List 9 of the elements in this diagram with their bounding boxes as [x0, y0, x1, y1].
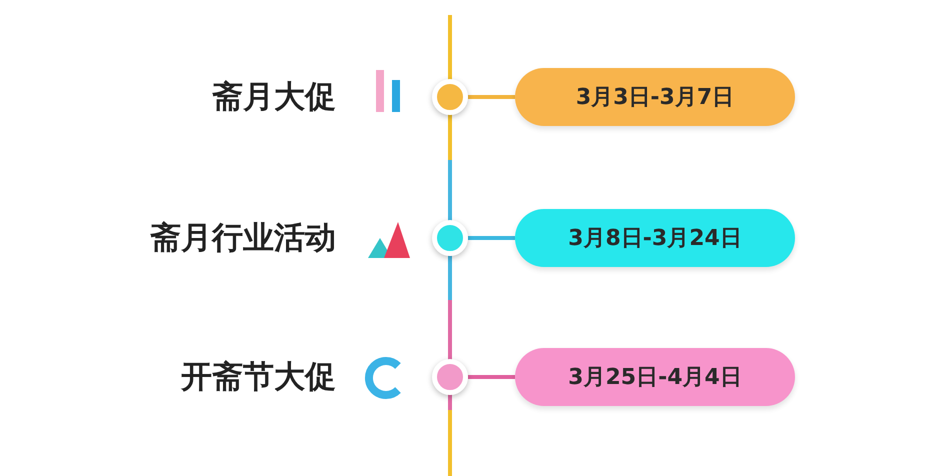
date-pill: 3月8日-3月24日	[515, 209, 795, 267]
event-name: 斋月行业活动	[150, 219, 336, 258]
date-pill: 3月3日-3月7日	[515, 68, 795, 126]
connector-line	[468, 236, 515, 240]
connector-line	[468, 95, 515, 99]
date-pill: 3月25日-4月4日	[515, 348, 795, 406]
event-name: 开斋节大促	[181, 358, 336, 397]
connector-line	[468, 375, 515, 379]
event-name: 斋月大促	[212, 78, 336, 117]
